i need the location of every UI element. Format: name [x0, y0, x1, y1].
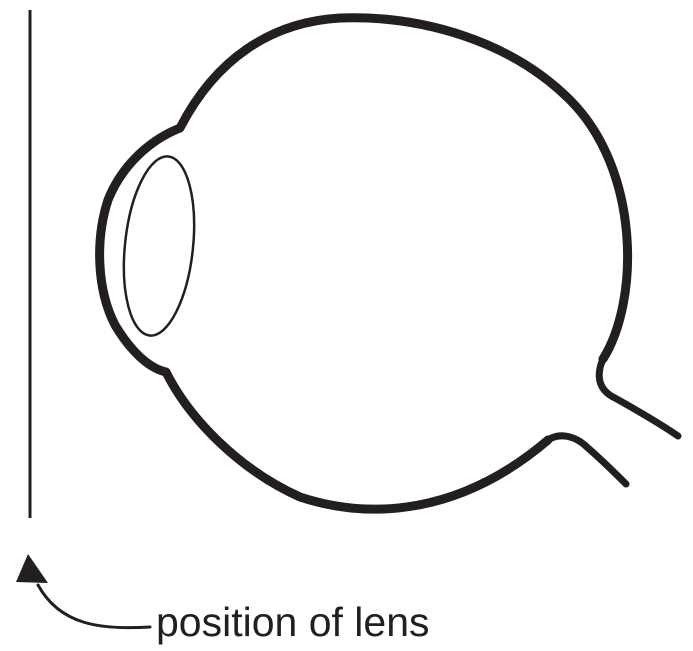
pointer-arrowhead	[16, 554, 48, 583]
pointer-arrow-curve	[38, 585, 150, 628]
lens-shape	[116, 153, 202, 339]
optic-nerve-lower	[548, 436, 626, 484]
lens-position-caption: position of lens	[156, 598, 430, 646]
eyeball-outline	[100, 18, 628, 509]
optic-nerve-upper	[599, 359, 678, 436]
